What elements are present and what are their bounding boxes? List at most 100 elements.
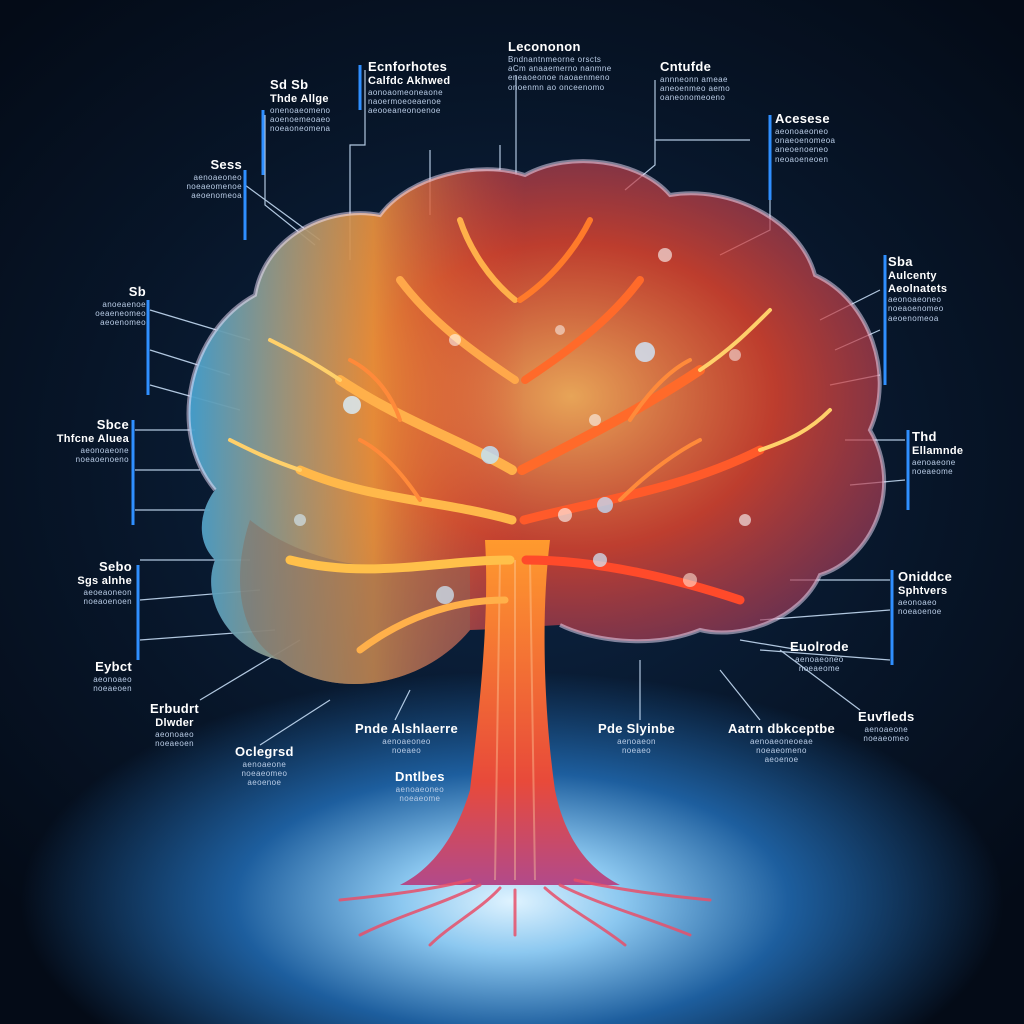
- label-line: noeaeomeno: [756, 746, 807, 756]
- label-title: Sb: [128, 284, 146, 299]
- label-bottom-1: Erbudrt Dlwder aeonoaeo noeaeoen: [150, 701, 199, 748]
- tree-roots: [338, 878, 712, 947]
- label-title: Dntlbes: [395, 769, 445, 784]
- label-line: aeonoaeone: [80, 445, 129, 455]
- label-line: aeoenomeoa: [888, 313, 939, 323]
- label-bottom-3: Pnde Alshlaerre aenoaeoneo noeaeo: [355, 721, 459, 756]
- label-line: aoenoemeoaeo: [270, 114, 331, 124]
- label-title: Thd: [912, 429, 937, 444]
- label-title: Sbce: [96, 417, 129, 432]
- label-line: oaneonomeoeno: [660, 93, 726, 103]
- label-subtitle: Sgs alnhe: [77, 574, 132, 587]
- label-line: aeonoaeo: [898, 597, 937, 607]
- label-line: noeaeome: [912, 466, 954, 476]
- label-left-1: Sess aenoaeoneo noeaeomenoe aeoenomeoa: [186, 157, 242, 201]
- label-line: aenoaeone: [242, 759, 287, 769]
- label-line: aeoenoe: [247, 778, 282, 788]
- label-title: Acesese: [775, 111, 830, 126]
- label-title: Oniddce: [898, 569, 953, 584]
- label-brackets: [131, 65, 910, 665]
- label-line: aeonoaeoneo: [775, 126, 829, 136]
- label-line: aenoaeone: [864, 724, 909, 734]
- label-line: noeaeomenoe: [186, 182, 242, 192]
- label-top-center: Lecononon Bndnantnmeorne orscts aCm anaa…: [508, 39, 612, 92]
- label-line: aneoenoeneo: [775, 145, 829, 155]
- label-line: anoeaenoe: [102, 299, 146, 309]
- label-line: noeaeo: [621, 746, 652, 756]
- label-line: aeoenomeoa: [191, 191, 242, 201]
- label-line: aCm anaaemerno nanmne: [508, 64, 612, 74]
- label-line: noeaeome: [399, 794, 441, 804]
- label-title: Euvfleds: [858, 709, 915, 724]
- label-subtitle: Calfdc Akhwed: [368, 74, 451, 87]
- label-line: noeaoenomeo: [888, 304, 944, 314]
- label-bottom-2: Oclegrsd aenoaeone noeaeomeo aeoenoe: [235, 744, 294, 788]
- label-line: noeaeomeo: [241, 769, 288, 779]
- label-line: onenoaeomeno: [270, 105, 331, 115]
- label-title: Pnde Alshlaerre: [355, 721, 459, 736]
- label-line: naoermoeoeaenoe: [368, 96, 442, 106]
- label-line: aeoenoe: [764, 755, 799, 765]
- label-line: onoenmn ao onceenomo: [508, 82, 605, 92]
- label-line: eneaoeonoe naoaenmeno: [508, 73, 610, 83]
- label-bottom-8: Euvfleds aenoaeone noeaeomeo: [858, 709, 915, 744]
- label-line: noeaoenoen: [83, 596, 132, 606]
- label-line: oeaeneomeo: [95, 309, 146, 319]
- label-subtitle: Dlwder: [155, 716, 194, 729]
- label-line: noeaoneomena: [270, 123, 331, 133]
- label-top-right-b: Acesese aeonoaeoneo onaeoenomeoa aneoeno…: [775, 111, 836, 164]
- label-line: noeaeoen: [155, 738, 194, 748]
- label-subtitle: Aulcenty Aeolnatets: [888, 269, 948, 295]
- label-line: aenoaeon: [617, 736, 656, 746]
- label-title: Euolrode: [790, 639, 849, 654]
- label-top-right-a: Cntufde annneonn ameae aneoenmeo aemo oa…: [660, 59, 731, 103]
- tree-branches: [228, 181, 832, 654]
- label-subtitle: Ellamnde: [912, 444, 964, 457]
- label-top-left-a: Ecnforhotes Calfdc Akhwed aonoaomeoneaon…: [368, 59, 451, 115]
- label-line: Bndnantnmeorne orscts: [508, 54, 602, 64]
- label-line: annneonn ameae: [660, 74, 728, 84]
- neuron-nodes: [294, 248, 751, 604]
- label-left-2: Sb anoeaenoe oeaeneomeo aeoenomeo: [95, 284, 146, 328]
- label-line: aenoaeoneo: [395, 784, 445, 794]
- label-line: aeonoaeo: [155, 729, 194, 739]
- label-left-3: Sbce Thfcne Aluea aeonoaeone noeaoenoeno: [57, 417, 129, 464]
- label-title: Oclegrsd: [235, 744, 294, 759]
- label-title: Sd Sb: [270, 77, 309, 92]
- label-line: noeaeoen: [93, 684, 132, 694]
- tree-trunk: [400, 540, 620, 885]
- label-title: Lecononon: [508, 39, 581, 54]
- label-top-left-b: Sd Sb Thde Allge onenoaeomeno aoenoemeoa…: [270, 77, 331, 133]
- label-title: Ecnforhotes: [368, 59, 448, 74]
- label-subtitle: Sphtvers: [898, 584, 948, 597]
- label-title: Sebo: [99, 559, 132, 574]
- label-line: aeonoaeoneo: [888, 295, 942, 305]
- label-line: aeonoaeo: [93, 674, 132, 684]
- label-line: aeooeaneonoenoe: [368, 105, 441, 115]
- label-line: aeoenomeo: [100, 318, 146, 328]
- label-bottom-7: Euolrode aenoaeoneo noeaeome: [790, 639, 849, 673]
- label-left-4: Sebo Sgs alnhe aeoeaoneon noeaoenoen: [77, 559, 132, 606]
- label-title: Sess: [210, 157, 242, 172]
- label-title: Pde Slyinbe: [598, 721, 675, 736]
- label-line: aenoaeoneo: [193, 172, 242, 182]
- label-line: neoaoeneoen: [775, 154, 829, 164]
- label-line: onaeoenomeoa: [775, 136, 836, 146]
- label-subtitle: Thde Allge: [270, 92, 329, 105]
- label-line: aenoaeoneo: [382, 736, 431, 746]
- label-title: Sba: [888, 254, 913, 269]
- label-line: noeaeomeo: [863, 734, 910, 744]
- label-bottom-6: Aatrn dbkceptbe aenoaeoneoeae noeaeomeno…: [728, 721, 835, 765]
- label-line: aneoenmeo aemo: [660, 84, 731, 94]
- label-title: Eybct: [95, 659, 132, 674]
- label-line: aenoaeone: [912, 457, 956, 467]
- label-line: noeaoenoe: [898, 606, 942, 616]
- label-bottom-4: Dntlbes aenoaeoneo noeaeome: [395, 769, 445, 804]
- label-bottom-5: Pde Slyinbe aenoaeon noeaeo: [598, 721, 675, 756]
- label-line: aeoeaoneon: [83, 587, 132, 597]
- label-right-2: Thd Ellamnde aenoaeone noeaeome: [912, 429, 964, 476]
- label-line: noeaeo: [391, 746, 422, 756]
- label-line: aonoaomeoneaone: [368, 87, 443, 97]
